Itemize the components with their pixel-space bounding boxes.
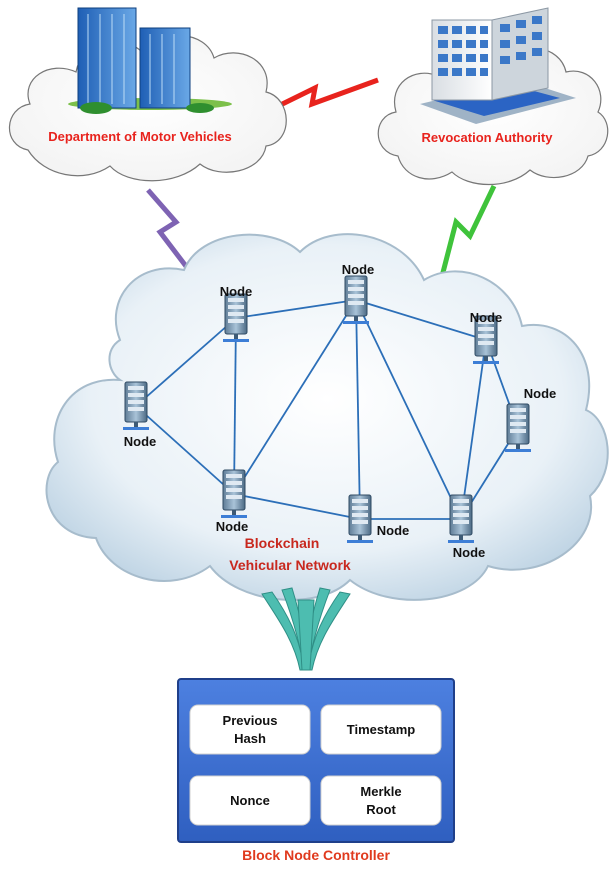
ra-cloud: Revocation Authority bbox=[377, 7, 609, 186]
merkle-root-line2: Root bbox=[366, 802, 396, 817]
ra-label: Revocation Authority bbox=[422, 130, 554, 145]
edge-n3-n8 bbox=[460, 339, 487, 520]
edge-n2-n7 bbox=[355, 299, 361, 520]
server-node-n8 bbox=[448, 494, 474, 543]
node-label-n5: Node bbox=[524, 386, 557, 401]
dmv-cloud: Department of Motor Vehicles bbox=[8, 7, 287, 182]
dmv-network-link bbox=[146, 188, 200, 284]
server-node-n2 bbox=[343, 275, 369, 324]
server-node-n6 bbox=[221, 469, 247, 518]
dmv-label: Department of Motor Vehicles bbox=[48, 129, 231, 144]
controller-label: Block Node Controller bbox=[242, 847, 390, 863]
ra-network-link bbox=[437, 184, 497, 285]
server-icon bbox=[448, 494, 474, 543]
server-node-n1 bbox=[223, 293, 249, 342]
edge-n1-n4 bbox=[135, 317, 237, 407]
node-label-n7: Node bbox=[377, 523, 410, 538]
timestamp-label: Timestamp bbox=[347, 722, 415, 737]
node-label-n4: Node bbox=[124, 434, 157, 449]
server-node-n3 bbox=[473, 315, 499, 364]
network-edges bbox=[135, 299, 519, 520]
server-icon bbox=[343, 275, 369, 324]
node-label-n1: Node bbox=[220, 284, 253, 299]
edge-n2-n6 bbox=[233, 299, 357, 495]
dmv-ra-link bbox=[260, 77, 379, 117]
node-label-n2: Node bbox=[342, 262, 375, 277]
timestamp-field: Timestamp bbox=[320, 704, 442, 755]
previous-hash-field: Previous Hash bbox=[189, 704, 311, 755]
server-icon bbox=[347, 494, 373, 543]
ra-building-icon bbox=[420, 7, 576, 124]
node-label-n6: Node bbox=[216, 519, 249, 534]
network-controller-connector bbox=[261, 587, 351, 671]
server-icon bbox=[223, 293, 249, 342]
dmv-building-icon bbox=[68, 7, 232, 114]
previous-hash-line1: Previous bbox=[223, 713, 278, 728]
node-label-n3: Node bbox=[470, 310, 503, 325]
merkle-root-field: Merkle Root bbox=[320, 775, 442, 826]
edge-n6-n7 bbox=[233, 493, 361, 520]
edge-n2-n8 bbox=[355, 299, 462, 520]
node-label-n8: Node bbox=[453, 545, 486, 560]
block-node-controller: Previous Hash Timestamp Nonce Merkle Roo… bbox=[177, 678, 455, 843]
server-icon bbox=[123, 381, 149, 430]
network-label-line2: Vehicular Network bbox=[229, 557, 351, 573]
server-icon bbox=[473, 315, 499, 364]
nonce-field: Nonce bbox=[189, 775, 311, 826]
merkle-root-line1: Merkle bbox=[360, 784, 401, 799]
server-icon bbox=[221, 469, 247, 518]
server-icon bbox=[505, 403, 531, 452]
edge-n1-n2 bbox=[235, 299, 357, 319]
server-node-n5 bbox=[505, 403, 531, 452]
network-label-line1: Blockchain bbox=[245, 535, 320, 551]
authority-links bbox=[146, 77, 497, 285]
edge-n1-n6 bbox=[233, 317, 237, 495]
previous-hash-line2: Hash bbox=[234, 731, 266, 746]
edge-n2-n3 bbox=[355, 299, 487, 341]
edge-n4-n6 bbox=[135, 405, 235, 495]
nonce-label: Nonce bbox=[230, 793, 270, 808]
server-node-n4 bbox=[123, 381, 149, 430]
server-node-n7 bbox=[347, 494, 373, 543]
